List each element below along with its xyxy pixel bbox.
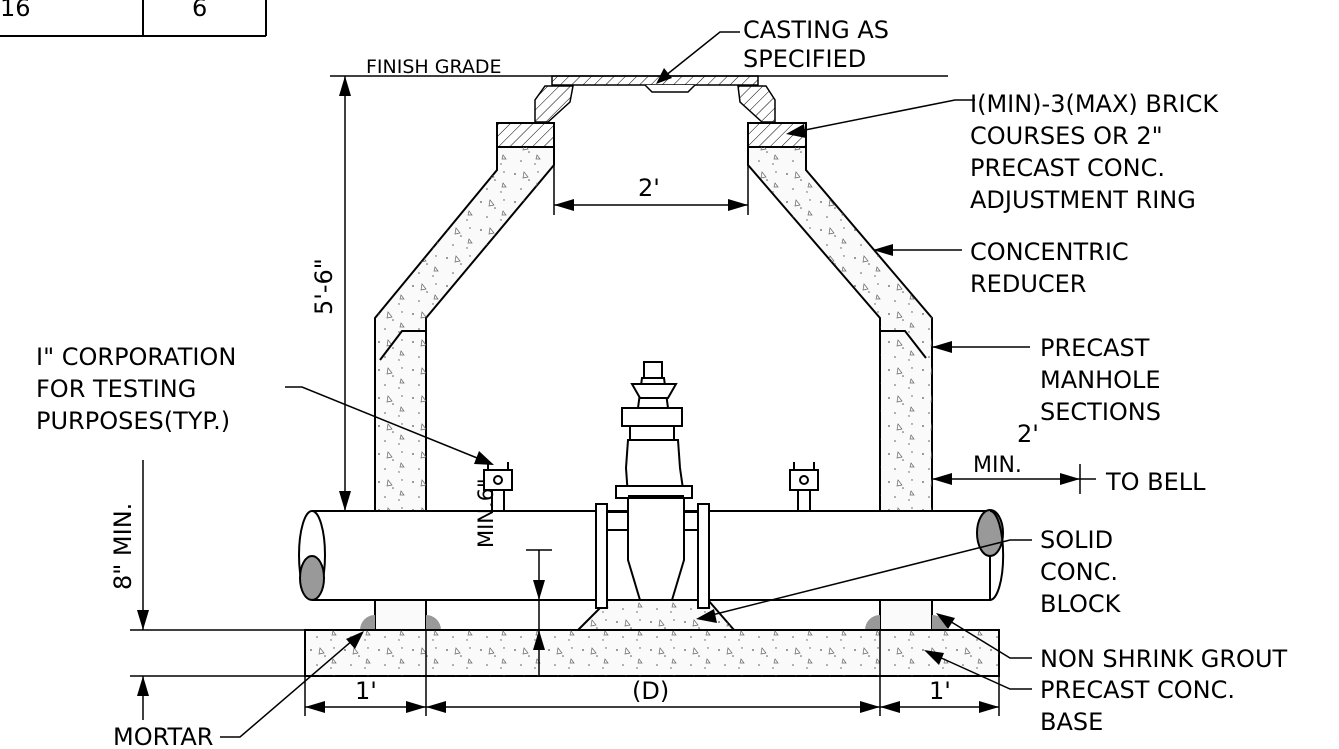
- finish-grade-label: FINISH GRADE: [366, 56, 502, 78]
- mortar-fillets: [360, 615, 947, 630]
- bell-dimension-value: 2': [1017, 420, 1039, 448]
- bell-dimension-min: MIN.: [973, 453, 1022, 478]
- precast-sections-leader: PRECAST MANHOLE SECTIONS: [932, 334, 1161, 426]
- brick-courses-line4: ADJUSTMENT RING: [970, 186, 1196, 214]
- reducer-label-line1: CONCENTRIC: [970, 238, 1129, 266]
- grout-leader: NON SHRINK GROUT: [936, 613, 1288, 673]
- gate-valve: [595, 361, 710, 609]
- cover-min-dimension: 8" MIN.: [109, 460, 305, 720]
- grout-label: NON SHRINK GROUT: [1040, 645, 1288, 673]
- reducer-leader: CONCENTRIC REDUCER: [873, 238, 1129, 298]
- bottom-dimensions: 1' (D) 1': [304, 676, 1000, 716]
- height-dimension-label: 5'-6": [310, 258, 338, 315]
- precast-sections-line1: PRECAST: [1040, 334, 1150, 362]
- solid-block-leader: SOLID CONC. BLOCK: [696, 526, 1122, 623]
- casting-label-line1: CASTING AS: [743, 16, 889, 44]
- corporation-label-line2: FOR TESTING: [36, 375, 196, 403]
- casting: [534, 75, 776, 123]
- opening-dimension-label: 2': [638, 174, 660, 202]
- casting-label-line2: SPECIFIED: [743, 45, 866, 73]
- brick-courses-line1: I(MIN)-3(MAX) BRICK: [970, 90, 1219, 118]
- solid-block-line2: CONC.: [1040, 558, 1118, 586]
- mortar-leader: MORTAR: [113, 631, 364, 749]
- brick-courses-line3: PRECAST CONC.: [970, 154, 1165, 182]
- mortar-label: MORTAR: [113, 723, 213, 749]
- brick-courses-line2: COURSES OR 2": [970, 122, 1163, 150]
- base-label-line2: BASE: [1040, 708, 1103, 736]
- corporation-label-line3: PURPOSES(TYP.): [36, 407, 230, 435]
- solid-block-line3: BLOCK: [1040, 590, 1122, 618]
- table-fragment: 16 6: [0, 0, 267, 37]
- height-dimension: 5'-6": [310, 76, 351, 511]
- corporation-label-line1: I" CORPORATION: [36, 343, 236, 371]
- table-right-value: 6: [192, 0, 207, 22]
- base-label-line1: PRECAST CONC.: [1040, 676, 1235, 704]
- solid-block-line1: SOLID: [1040, 526, 1113, 554]
- adjustment-rings: [496, 122, 807, 148]
- cover-min-label: 8" MIN.: [109, 503, 137, 590]
- casting-leader: CASTING AS SPECIFIED: [656, 16, 889, 84]
- precast-sections-line3: SECTIONS: [1040, 398, 1161, 426]
- diameter-dimension: (D): [632, 677, 669, 705]
- clearance-dimension: MIN.6": [474, 478, 552, 676]
- wall-right-dimension: 1': [929, 677, 951, 705]
- to-bell-label: TO BELL: [1105, 468, 1206, 496]
- precast-sections-line2: MANHOLE: [1040, 366, 1161, 394]
- precast-base: [304, 629, 1000, 677]
- reducer-label-line2: REDUCER: [970, 270, 1086, 298]
- solid-concrete-block: [575, 599, 737, 631]
- table-left-value: 16: [0, 0, 31, 22]
- base-leader: PRECAST CONC. BASE: [924, 650, 1235, 736]
- opening-dimension: 2': [553, 165, 749, 215]
- test-corporations: [483, 462, 819, 511]
- brick-courses-leader: I(MIN)-3(MAX) BRICK COURSES OR 2" PRECAS…: [786, 90, 1219, 214]
- wall-left-dimension: 1': [355, 677, 377, 705]
- corporation-leader: I" CORPORATION FOR TESTING PURPOSES(TYP.…: [36, 343, 494, 465]
- bell-dimension: 2' MIN. TO BELL: [932, 420, 1206, 496]
- clearance-dimension-label: MIN.6": [474, 478, 498, 548]
